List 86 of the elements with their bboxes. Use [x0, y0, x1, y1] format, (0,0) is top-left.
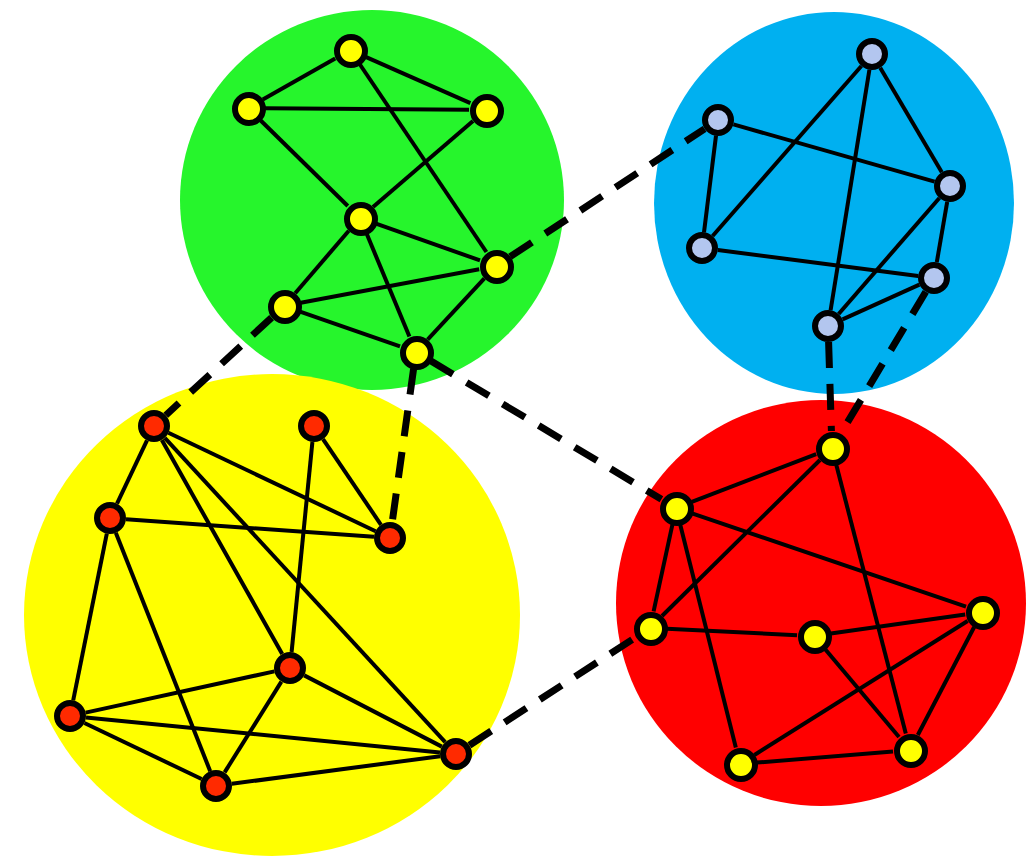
connector-line	[85, 715, 441, 755]
connector-line	[666, 626, 798, 638]
network-node	[333, 33, 367, 67]
network-node	[723, 747, 757, 781]
network-node	[200, 770, 232, 802]
dashed-connector-line	[428, 357, 664, 503]
network-node	[633, 611, 667, 645]
network-node	[659, 491, 693, 525]
connector-line	[691, 452, 817, 504]
connector-line	[357, 62, 489, 254]
connector-line	[231, 754, 441, 786]
connector-line	[115, 439, 149, 505]
dashed-connector-line	[388, 368, 418, 523]
network-node	[965, 595, 999, 629]
network-node	[374, 522, 406, 554]
connector-line	[222, 680, 284, 774]
network-node	[479, 249, 513, 283]
network-node	[274, 652, 306, 684]
connector-line	[293, 229, 351, 295]
connector-line	[711, 64, 863, 238]
connector-line	[258, 118, 350, 208]
connector-line	[660, 458, 822, 618]
dashed-connector-line	[508, 125, 707, 260]
network-node	[231, 91, 265, 125]
connector-line	[651, 524, 675, 612]
network-node	[94, 502, 126, 534]
connector-line	[163, 436, 447, 744]
connector-line	[426, 277, 486, 341]
network-node	[702, 104, 734, 136]
connector-line	[113, 532, 213, 772]
connector-line	[934, 201, 950, 263]
connector-line	[837, 196, 941, 316]
connector-line	[691, 511, 967, 609]
connector-line	[364, 54, 472, 106]
connector-line	[702, 135, 718, 233]
connector-line	[916, 626, 976, 736]
network-node	[469, 93, 503, 127]
connector-line	[299, 309, 401, 349]
network-node	[815, 431, 849, 465]
network-node	[399, 335, 433, 369]
network-node	[797, 619, 831, 653]
connector-line	[71, 533, 109, 701]
cluster-circle	[654, 11, 1014, 393]
connector-line	[830, 612, 966, 636]
network-node	[812, 310, 844, 342]
connector-line	[125, 517, 375, 539]
network-node	[267, 289, 301, 323]
connector-line	[321, 438, 383, 526]
connector-line	[83, 721, 203, 781]
connector-line	[300, 267, 480, 305]
connector-line	[167, 431, 377, 533]
connector-line	[841, 282, 921, 322]
connector-line	[753, 619, 969, 757]
network-node	[918, 262, 950, 294]
network-node	[856, 38, 888, 70]
connector-line	[834, 463, 908, 735]
connector-line	[265, 106, 469, 112]
cluster-circle	[180, 10, 564, 390]
connector-line	[375, 221, 481, 263]
cluster-circle	[24, 373, 520, 855]
network-node	[54, 700, 86, 732]
connector-line	[823, 647, 901, 739]
connector-line	[371, 119, 475, 209]
connector-line	[732, 122, 936, 184]
network-node	[343, 201, 377, 235]
connector-line	[289, 441, 315, 653]
connector-line	[85, 669, 275, 715]
connector-line	[756, 749, 894, 765]
connector-line	[878, 66, 944, 174]
cluster-circle	[615, 399, 1025, 805]
connector-line	[678, 523, 738, 749]
dashed-connector-line	[163, 315, 274, 418]
dashed-connector-line	[825, 341, 835, 432]
network-node	[440, 738, 472, 770]
dashed-connector-line	[467, 634, 638, 749]
network-node	[934, 170, 966, 202]
network-node	[298, 410, 330, 442]
connector-line	[160, 439, 284, 655]
connector-line	[364, 232, 412, 338]
connector-line	[828, 69, 872, 311]
connector-line	[303, 673, 443, 749]
connector-line	[261, 56, 337, 102]
network-node	[138, 410, 170, 442]
network-node	[686, 232, 718, 264]
connector-line	[717, 248, 919, 278]
network-node	[893, 733, 927, 767]
